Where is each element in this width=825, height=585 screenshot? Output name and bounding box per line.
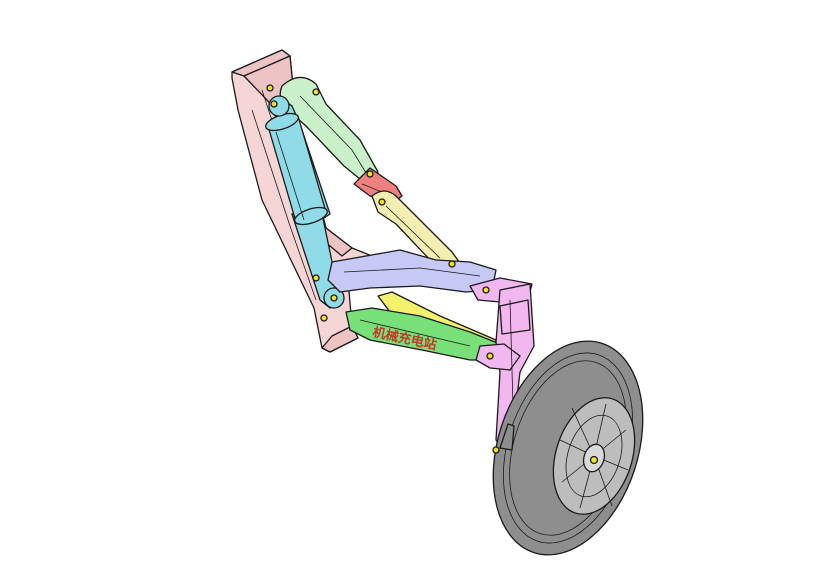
pins [266,84,599,465]
strut [469,277,535,449]
hydraulic-cylinder [265,95,345,309]
